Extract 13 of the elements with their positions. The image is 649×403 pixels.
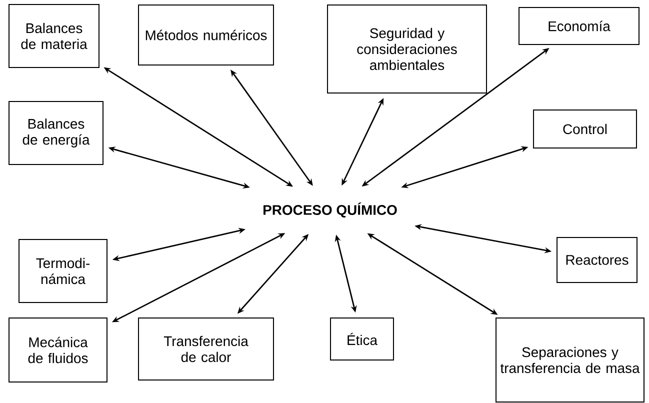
topic-box: Transferencia de calor: [138, 318, 274, 380]
topic-box: Economía: [518, 7, 640, 45]
topic-box: Seguridad y consideraciones ambientales: [327, 4, 487, 94]
topic-box: Termodi- námica: [18, 239, 108, 303]
topic-box: Balances de energía: [8, 101, 104, 165]
topic-box: Mecánica de fluidos: [8, 318, 108, 382]
topic-box: Ética: [330, 318, 394, 360]
topic-box: Reactores: [556, 237, 638, 283]
topic-box: Balances de materia: [8, 4, 100, 68]
topic-box: Métodos numéricos: [138, 4, 274, 66]
topic-box: Control: [533, 110, 637, 148]
central-label: PROCESO QUÍMICO: [264, 202, 397, 218]
topic-box: Separaciones y transferencia de masa: [496, 318, 644, 402]
